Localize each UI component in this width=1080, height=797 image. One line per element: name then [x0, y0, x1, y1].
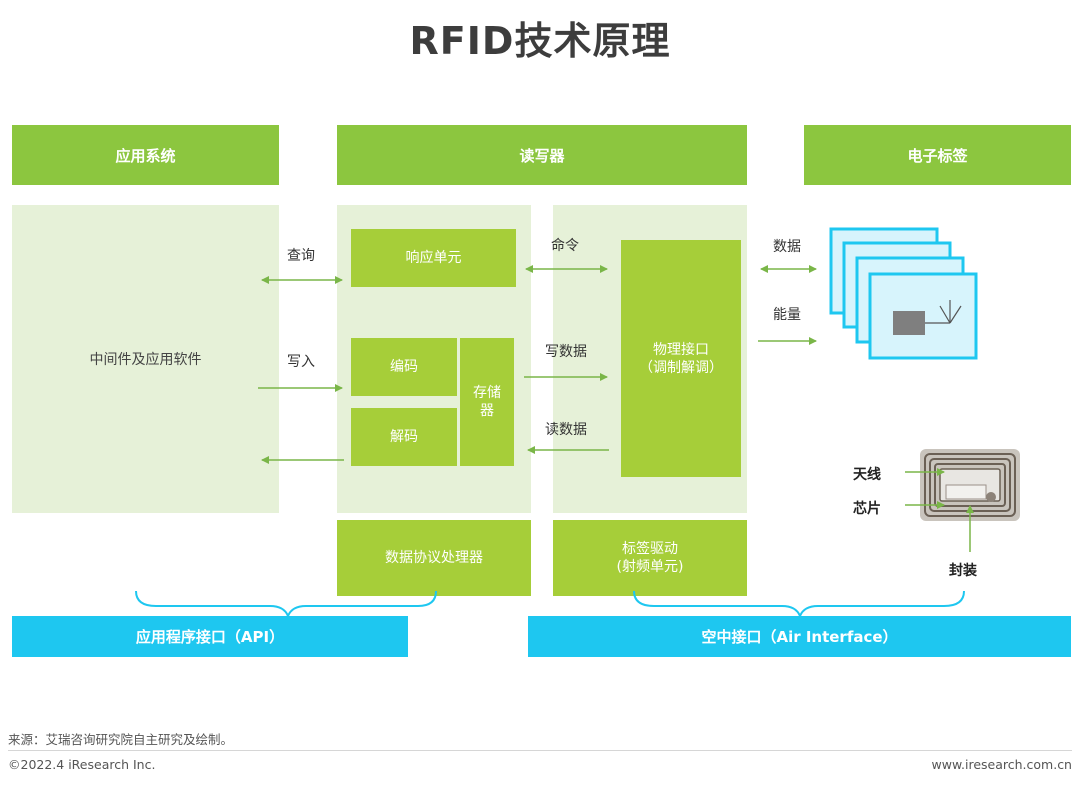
source-note: 来源：艾瑞咨询研究院自主研究及绘制。	[8, 732, 234, 747]
label-chip: 芯片	[853, 501, 881, 517]
air-brace	[633, 590, 965, 619]
label-energy: 能量	[773, 307, 801, 323]
label-write: 写入	[287, 354, 315, 370]
header-reader: 读写器	[337, 125, 747, 185]
header-app-system: 应用系统	[12, 125, 279, 185]
tag-driver-label: 标签驱动	[622, 541, 678, 557]
tag-driver-box: 标签驱动 (射频单元)	[553, 520, 747, 596]
physical-interface-sublabel: （调制解调）	[639, 359, 723, 376]
website: www.iresearch.com.cn	[931, 757, 1073, 772]
label-command: 命令	[551, 238, 579, 254]
physical-interface-box: 物理接口 （调制解调）	[621, 240, 741, 477]
antenna-icon	[925, 300, 962, 324]
label-query: 查询	[287, 248, 315, 264]
label-read-data: 读数据	[545, 422, 587, 438]
tag-card-stack	[829, 227, 978, 360]
api-interface-bar: 应用程序接口（API）	[12, 616, 408, 657]
copyright: ©2022.4 iResearch Inc.	[8, 757, 156, 772]
response-unit-box: 响应单元	[351, 229, 516, 287]
tag-driver-sublabel: (射频单元)	[616, 559, 684, 575]
label-data: 数据	[773, 239, 801, 255]
label-package: 封装	[949, 563, 977, 579]
page-title: RFID技术原理	[409, 19, 671, 63]
label-write-data: 写数据	[545, 344, 587, 360]
encode-box: 编码	[351, 338, 457, 396]
storage-box: 存储器	[460, 338, 514, 466]
decode-box: 解码	[351, 408, 457, 466]
protocol-processor-box: 数据协议处理器	[337, 520, 531, 596]
footer-divider	[8, 750, 1072, 751]
header-tag: 电子标签	[804, 125, 1071, 185]
label-antenna: 天线	[853, 467, 881, 483]
api-brace	[135, 590, 437, 619]
app-panel-text: 中间件及应用软件	[89, 352, 202, 368]
storage-label: 存储器	[473, 385, 501, 419]
air-interface-bar: 空中接口（Air Interface）	[528, 616, 1071, 657]
physical-interface-label: 物理接口	[653, 341, 709, 358]
app-panel: 中间件及应用软件	[12, 205, 279, 513]
chip-icon	[893, 311, 925, 335]
